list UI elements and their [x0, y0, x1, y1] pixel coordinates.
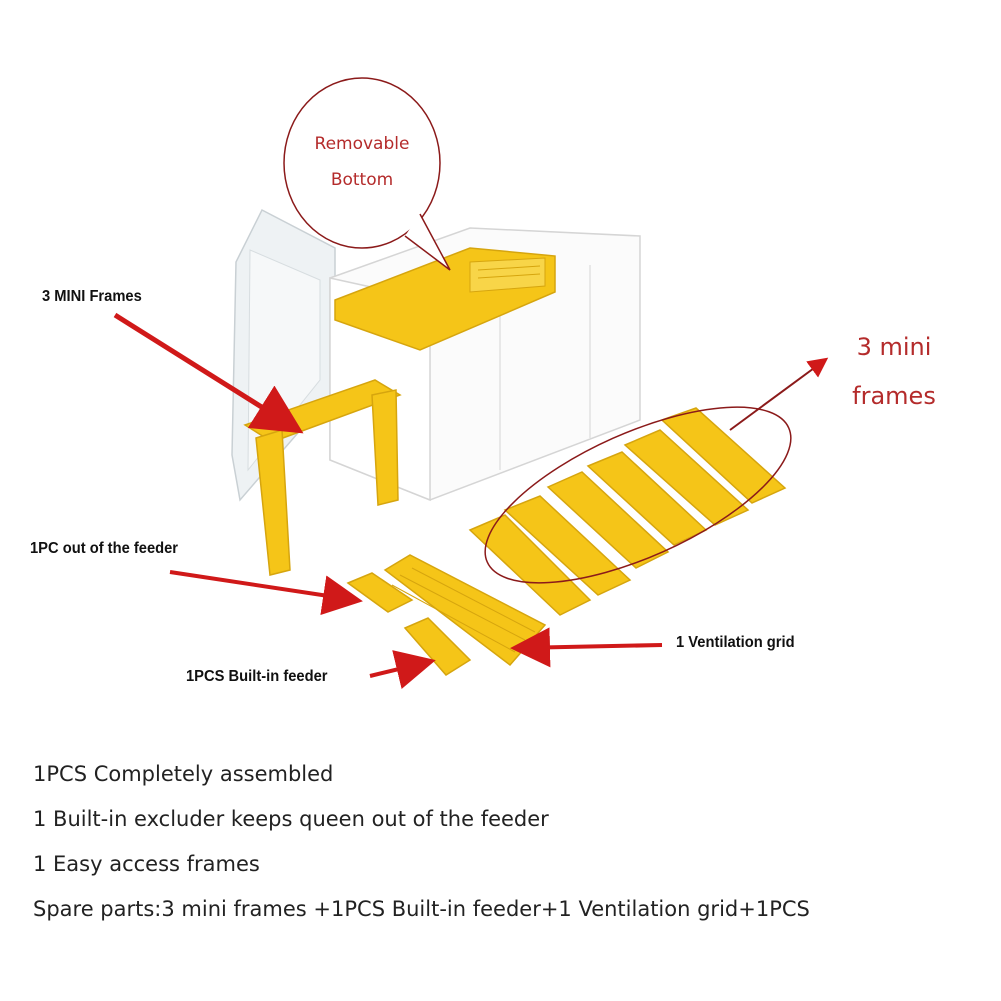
arrow-oval-to-label — [729, 357, 829, 431]
label-3-mini-frames-red: 3 mini frames — [830, 323, 958, 421]
description-line: 1PCS Completely assembled — [33, 762, 334, 786]
description-line: 1 Easy access frames — [33, 852, 260, 876]
arrow-builtin-feeder — [369, 650, 436, 689]
arrow-3-mini-frames — [113, 312, 304, 434]
arrow-feeder-out — [169, 570, 363, 615]
hive-drawing — [113, 77, 829, 689]
removable-bottom-bubble — [283, 77, 451, 271]
description-line: 1 Built-in excluder keeps queen out of t… — [33, 807, 549, 831]
red-label-line-1: 3 mini — [856, 333, 932, 361]
hive-box — [329, 227, 641, 502]
ventilation-grid-part — [383, 554, 547, 667]
loose-frames — [468, 407, 787, 616]
arrow-ventilation — [510, 627, 663, 668]
red-label-line-2: frames — [852, 382, 936, 410]
product-description: 1PCS Completely assembled 1 Built-in exc… — [33, 752, 973, 932]
bubble-line-1: Removable — [314, 134, 410, 154]
bubble-line-2: Bottom — [330, 170, 394, 190]
frames-highlight-oval — [484, 406, 792, 584]
label-ventilation-grid: 1 Ventilation grid — [676, 634, 795, 651]
description-line: Spare parts:3 mini frames +1PCS Built-in… — [33, 897, 810, 921]
label-feeder-out: 1PC out of the feeder — [30, 540, 179, 557]
bubble-label: Removable Bottom — [286, 126, 438, 198]
label-builtin-feeder: 1PCS Built-in feeder — [186, 668, 328, 685]
label-3-mini-frames: 3 MINI Frames — [42, 288, 142, 305]
